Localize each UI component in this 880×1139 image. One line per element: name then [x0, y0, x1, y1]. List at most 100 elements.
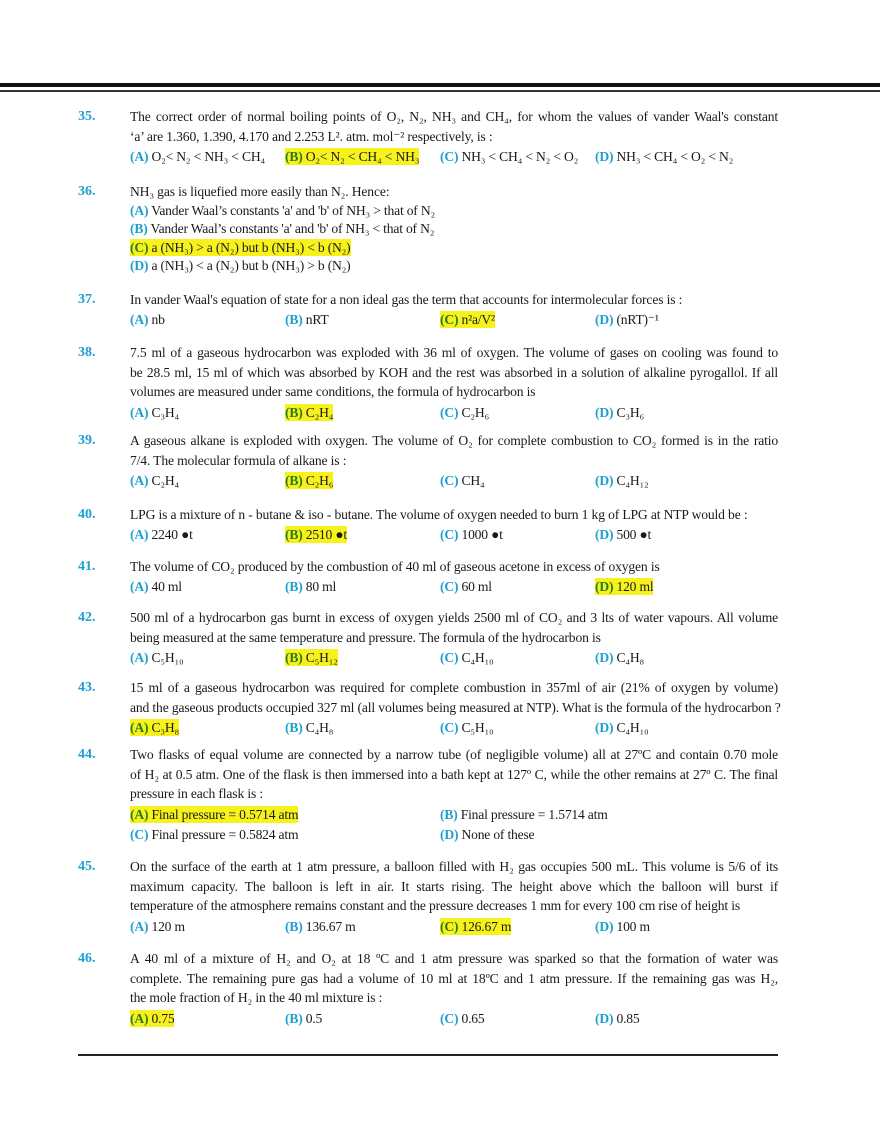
option-b[interactable]: (B) Final pressure = 1.5714 atm: [440, 806, 608, 823]
option-label: (A): [130, 720, 149, 735]
question-stem: A gaseous alkane is exploded with oxygen…: [130, 431, 778, 470]
option-b[interactable]: (B) 2510 ●t: [285, 525, 347, 543]
option-text: 0.85: [613, 1010, 640, 1026]
option-b[interactable]: (B) C₄H₈: [285, 719, 333, 736]
option-label: (D): [595, 526, 614, 542]
option-b[interactable]: (B) 136.67 m: [285, 918, 356, 935]
option-label: (D): [595, 1010, 614, 1026]
question-stem: 500 ml of a hydrocarbon gas burnt in exc…: [130, 608, 778, 647]
option-d[interactable]: (D) None of these: [440, 826, 535, 843]
option-b[interactable]: (B) C₅H₁₂: [285, 649, 338, 666]
stem-line: The correct order of normal boiling poin…: [130, 109, 778, 124]
stem-line: being measured at the same temperature a…: [130, 629, 601, 645]
option-c[interactable]: (C) C₅H₁₀: [440, 719, 494, 736]
question-stem: LPG is a mixture of n - butane & iso - b…: [130, 505, 778, 525]
option-b[interactable]: (B) Vander Waal’s constants 'a' and 'b' …: [130, 220, 434, 237]
option-b[interactable]: (B) 0.5: [285, 1010, 322, 1027]
option-c[interactable]: (C) a (NH₃) > a (N₂) but b (NH₃) < b (N₂…: [130, 238, 351, 256]
option-d[interactable]: (D) 500 ●t: [595, 526, 651, 543]
option-label: (C): [440, 650, 459, 665]
option-a[interactable]: (A) Vander Waal’s constants 'a' and 'b' …: [130, 202, 435, 219]
option-text: 126.67 m: [458, 918, 512, 934]
option-a[interactable]: (A) Final pressure = 0.5714 atm: [130, 805, 299, 823]
option-text: C₂H₆: [302, 473, 334, 488]
option-a[interactable]: (A) O₂< N₂ < NH₃ < CH₄: [130, 148, 265, 165]
option-text: C₅H₁₂: [302, 650, 338, 665]
header-rule-thick: [0, 83, 880, 87]
option-b[interactable]: (B) O₂< N₂ < CH₄ < NH₃: [285, 148, 419, 165]
option-d[interactable]: (D) C₄H₁₀: [595, 719, 649, 736]
option-d[interactable]: (D) 120 ml: [595, 577, 654, 595]
stem-line: complete. The remaining pure gas had a v…: [130, 970, 778, 986]
question-number: 39.: [78, 433, 96, 448]
option-c[interactable]: (C) 60 ml: [440, 578, 492, 595]
option-d[interactable]: (D) C₃H₆: [595, 404, 644, 421]
option-c[interactable]: (C) 126.67 m: [440, 917, 512, 935]
option-d[interactable]: (D) NH₃ < CH₄ < O₂ < N₂: [595, 148, 733, 165]
question-number: 41.: [78, 559, 96, 574]
option-c[interactable]: (C) 0.65: [440, 1010, 485, 1027]
option-b[interactable]: (B) C₂H₄: [285, 403, 333, 421]
stem-line: 7.5 ml of a gaseous hydrocarbon was expl…: [130, 345, 778, 360]
option-text: O₂< N₂ < CH₄ < NH₃: [302, 149, 420, 164]
option-label: (B): [440, 806, 458, 822]
option-b[interactable]: (B) 80 ml: [285, 578, 336, 595]
option-c[interactable]: (C) CH₄: [440, 472, 485, 489]
question-number: 38.: [78, 345, 96, 360]
question-number: 42.: [78, 610, 96, 625]
option-c[interactable]: (C) C₄H₁₀: [440, 649, 494, 666]
option-c[interactable]: (C) 1000 ●t: [440, 526, 503, 543]
question-number: 35.: [78, 109, 96, 124]
option-label: (D): [130, 258, 149, 274]
option-a[interactable]: (A) 120 m: [130, 918, 185, 935]
question-number: 43.: [78, 680, 96, 695]
stem-line: and the gaseous products occupied 327 ml…: [130, 699, 781, 715]
option-a[interactable]: (A) 0.75: [130, 1009, 175, 1027]
option-label: (A): [130, 650, 149, 665]
option-label: (C): [440, 918, 459, 934]
option-label: (C): [130, 826, 149, 842]
question-number: 37.: [78, 292, 96, 307]
option-d[interactable]: (D) (nRT)⁻¹: [595, 311, 659, 328]
option-a[interactable]: (A) nb: [130, 311, 165, 328]
option-d[interactable]: (D) C₄H₈: [595, 649, 644, 666]
option-label: (D): [595, 720, 614, 735]
option-c[interactable]: (C) Final pressure = 0.5824 atm: [130, 826, 299, 843]
option-a[interactable]: (A) 40 ml: [130, 578, 182, 595]
option-text: a (NH₃) < a (N₂) but b (NH₃) > b (N₂): [148, 258, 351, 274]
option-a[interactable]: (A) 2240 ●t: [130, 526, 193, 543]
option-text: (nRT)⁻¹: [613, 311, 659, 327]
option-label: (D): [595, 473, 614, 488]
option-c[interactable]: (C) C₂H₆: [440, 404, 489, 421]
question-stem: 7.5 ml of a gaseous hydrocarbon was expl…: [130, 343, 778, 402]
option-d[interactable]: (D) 100 m: [595, 918, 650, 935]
option-text: C₂H₆: [458, 404, 490, 420]
option-b[interactable]: (B) nRT: [285, 311, 329, 328]
option-text: C₃H₈: [148, 720, 180, 735]
option-label: (B): [285, 1010, 303, 1026]
stem-line: On the surface of the earth at 1 atm pre…: [130, 859, 778, 874]
option-b[interactable]: (B) C₂H₆: [285, 472, 333, 489]
stem-line: In vander Waal's equation of state for a…: [130, 292, 683, 307]
option-a[interactable]: (A) C₂H₄: [130, 472, 179, 489]
option-c[interactable]: (C) NH₃ < CH₄ < N₂ < O₂: [440, 148, 578, 165]
option-a[interactable]: (A) C₅H₁₀: [130, 649, 184, 666]
option-a[interactable]: (A) C₃H₈: [130, 719, 179, 736]
option-d[interactable]: (D) C₄H₁₂: [595, 472, 649, 489]
option-text: 80 ml: [302, 578, 337, 594]
option-label: (D): [595, 311, 614, 327]
option-label: (D): [440, 826, 459, 842]
option-label: (C): [440, 311, 459, 327]
option-text: 0.65: [458, 1010, 485, 1026]
option-d[interactable]: (D) a (NH₃) < a (N₂) but b (NH₃) > b (N₂…: [130, 257, 351, 274]
option-text: 100 m: [613, 918, 650, 934]
question-stem: A 40 ml of a mixture of H₂ and O₂ at 18 …: [130, 949, 778, 1008]
stem-line: The volume of CO₂ produced by the combus…: [130, 559, 660, 574]
option-a[interactable]: (A) C₃H₄: [130, 404, 179, 421]
option-c[interactable]: (C) n²a/V²: [440, 310, 495, 328]
option-label: (A): [130, 578, 149, 594]
question-stem: 15 ml of a gaseous hydrocarbon was requi…: [130, 678, 781, 717]
header-rule-thin: [0, 90, 880, 92]
option-d[interactable]: (D) 0.85: [595, 1010, 640, 1027]
option-text: C₄H₈: [302, 720, 334, 735]
